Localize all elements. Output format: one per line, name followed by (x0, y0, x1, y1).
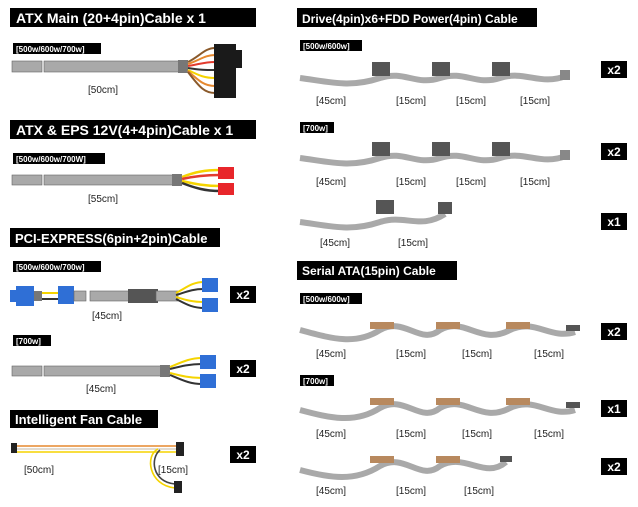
sata-v1-length-0: [45cm] (316, 349, 346, 360)
drive-header (297, 8, 537, 27)
sata-v2-length-0: [45cm] (316, 429, 346, 440)
drive-v3-qty-bg (601, 213, 627, 230)
pcie-v2-qty-bg (230, 360, 256, 377)
drive-v2-qty-bg (601, 143, 627, 160)
pcie-header (10, 228, 220, 247)
pcie-v1-qty-bg (230, 286, 256, 303)
atx-main-header (10, 8, 256, 27)
sata-v3-length-0: [45cm] (316, 486, 346, 497)
atx-eps-header (10, 120, 256, 139)
pcie-v1-tag: [500w/600w/700w] (16, 263, 85, 272)
sata-v2-qty-bg (601, 400, 627, 417)
drive-v1-length-1: [15cm] (396, 96, 426, 107)
fan-qty: x2 (236, 448, 250, 462)
drive-v3-qty: x1 (607, 215, 621, 229)
sata-header (297, 261, 457, 280)
sata-v2-tag-bg (300, 375, 334, 386)
sata-title: Serial ATA(15pin) Cable (302, 264, 436, 278)
drive-v1-cable (299, 62, 570, 87)
fan-length-branch: [15cm] (158, 465, 188, 476)
drive-v2-length-3: [15cm] (520, 177, 550, 188)
drive-v2-length-2: [15cm] (456, 177, 486, 188)
drive-v2-qty: x2 (607, 145, 621, 159)
fan-header (10, 410, 158, 428)
drive-v3-length-0: [45cm] (320, 238, 350, 249)
sata-v1-qty: x2 (607, 325, 621, 339)
pcie-v1-tag-bg (13, 261, 101, 272)
atx-main-tag: [500w/600w/700w] (16, 45, 85, 54)
atx-eps-title: ATX & EPS 12V(4+4pin)Cable x 1 (16, 122, 233, 138)
sata-v3-length-1: [15cm] (396, 486, 426, 497)
drive-v1-length-0: [45cm] (316, 96, 346, 107)
sata-v2-length-3: [15cm] (534, 429, 564, 440)
sata-v1-length-1: [15cm] (396, 349, 426, 360)
pcie-v2-qty: x2 (236, 362, 250, 376)
sata-v2-length-2: [15cm] (462, 429, 492, 440)
sata-v1-length-2: [15cm] (462, 349, 492, 360)
atx-main-title: ATX Main (20+4pin)Cable x 1 (16, 10, 206, 26)
drive-v2-length-0: [45cm] (316, 177, 346, 188)
sata-v1-cable (299, 322, 580, 343)
fan-cable (11, 442, 184, 493)
sata-v2-qty: x1 (607, 402, 621, 416)
drive-v3-length-1: [15cm] (398, 238, 428, 249)
pcie-v1-cable (10, 278, 218, 312)
pcie-v1-qty: x2 (236, 288, 250, 302)
sata-v2-cable (299, 398, 580, 421)
sata-v2-tag: [700w] (303, 377, 328, 386)
drive-v1-length-2: [15cm] (456, 96, 486, 107)
pcie-title: PCI-EXPRESS(6pin+2pin)Cable (15, 231, 208, 246)
fan-title: Intelligent Fan Cable (15, 412, 142, 427)
atx-eps-cable (11, 167, 234, 195)
drive-v2-cable (299, 142, 570, 167)
pcie-v2-cable (11, 355, 216, 388)
drive-v1-tag-bg (300, 40, 362, 51)
sata-v3-qty: x2 (607, 460, 621, 474)
sata-v3-length-2: [15cm] (464, 486, 494, 497)
drive-v3-cable (299, 200, 452, 231)
fan-length-main: [50cm] (24, 465, 54, 476)
drive-v2-length-1: [15cm] (396, 177, 426, 188)
atx-eps-tag: [500w/600w/700W] (16, 155, 86, 164)
pcie-v2-tag-bg (13, 335, 51, 346)
drive-title: Drive(4pin)x6+FDD Power(4pin) Cable (302, 12, 518, 26)
atx-eps-length: [55cm] (88, 194, 118, 205)
drive-v2-tag: [700w] (303, 124, 328, 133)
drive-v1-tag: [500w/600w] (303, 42, 350, 51)
sata-v1-length-3: [15cm] (534, 349, 564, 360)
atx-eps-tag-bg (13, 153, 105, 164)
pcie-v2-tag: [700w] (16, 337, 41, 346)
sata-v1-tag: [500w/600w] (303, 295, 350, 304)
atx-main-cable (11, 44, 242, 98)
sata-v3-qty-bg (601, 458, 627, 475)
pcie-v2-length: [45cm] (86, 384, 116, 395)
fan-qty-bg (230, 446, 256, 463)
sata-v3-cable (299, 456, 512, 480)
pcie-v1-length: [45cm] (92, 311, 122, 322)
drive-v1-qty-bg (601, 61, 627, 78)
sata-v1-tag-bg (300, 293, 362, 304)
drive-v1-qty: x2 (607, 63, 621, 77)
atx-main-tag-bg (13, 43, 101, 54)
atx-main-length: [50cm] (88, 85, 118, 96)
drive-v1-length-3: [15cm] (520, 96, 550, 107)
drive-v2-tag-bg (300, 122, 334, 133)
sata-v2-length-1: [15cm] (396, 429, 426, 440)
sata-v1-qty-bg (601, 323, 627, 340)
